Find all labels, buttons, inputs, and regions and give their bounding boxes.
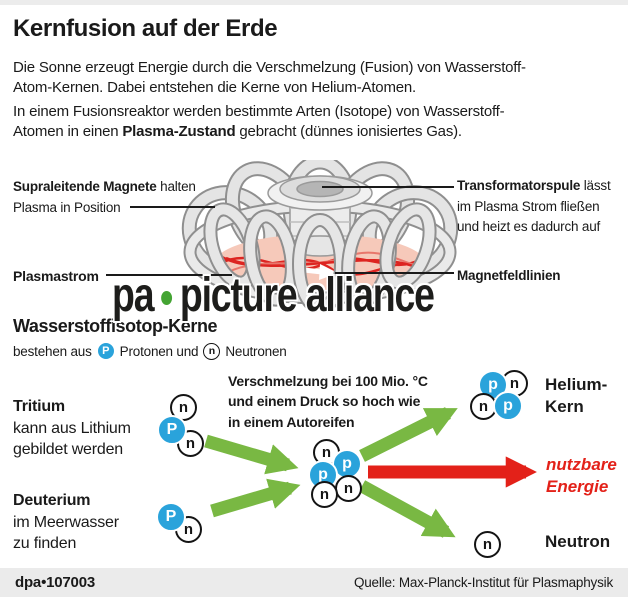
arrow-core-to-neutron <box>358 480 456 538</box>
field-lines-pointer-line <box>335 272 454 274</box>
intro-line: Atomen in einen Plasma-Zustand gebracht … <box>13 122 619 142</box>
neutron-legend-icon: n <box>203 342 221 360</box>
watermark-brand: picture alliance <box>179 269 435 322</box>
label-line: Supraleitende Magnete halten <box>13 177 196 198</box>
helium-label-line: Kern <box>545 397 584 416</box>
label-line: Transformatorspule lässt <box>457 176 625 197</box>
label-line: Plasma in Position <box>13 199 121 215</box>
intro-line: In einem Fusionsreaktor werden bestimmte… <box>13 103 505 120</box>
deuterium-block: Deuterium im Meerwasser zu finden <box>13 490 119 555</box>
condition-line: in einem Autoreifen <box>228 413 355 430</box>
isotope-legend: bestehen aus P Protonen und n Neutronen <box>13 342 287 360</box>
tritium-proton: P <box>157 415 187 445</box>
intro-line: Atom-Kernen. Dabei entstehen die Kerne v… <box>13 79 416 96</box>
intro-line: Die Sonne erzeugt Energie durch die Vers… <box>13 59 526 76</box>
watermark-dot-icon <box>161 291 173 305</box>
tritium-desc: gebildet werden <box>13 441 123 458</box>
deuterium-proton: P <box>156 502 186 532</box>
fusion-conditions: Verschmelzung bei 100 Mio. °C und einem … <box>228 371 428 432</box>
helium-proton: p <box>493 391 523 421</box>
helium-label: Helium- Kern <box>545 374 607 418</box>
helium-label-line: Helium- <box>545 375 608 394</box>
tritium-desc: kann aus Lithium <box>13 419 131 437</box>
plasma-current-arrowhead <box>319 264 338 280</box>
intro-paragraph-2: In einem Fusionsreaktor werden bestimmte… <box>13 102 619 142</box>
isotope-heading: Wasserstoffisotop-Kerne <box>13 316 218 336</box>
intro-paragraph-1: Die Sonne erzeugt Energie durch die Vers… <box>13 58 619 98</box>
plasma-current-pointer-line <box>106 274 232 276</box>
tokamak-reactor-illustration <box>181 160 459 310</box>
arrow-deuterium-to-core <box>210 478 301 518</box>
arrow-tritium-to-core <box>204 434 299 475</box>
label-text: lässt <box>580 178 611 193</box>
intro-text: Atomen in einen <box>13 123 123 140</box>
label-line: und heizt es dadurch auf <box>457 219 601 234</box>
label-transformer-coil: Transformatorspule lässt im Plasma Strom… <box>457 176 625 238</box>
label-superconducting-magnets: Supraleitende Magnete halten Plasma in P… <box>13 177 196 218</box>
top-strip <box>0 0 628 5</box>
core-neutron: n <box>335 475 362 502</box>
neutron-label: Neutron <box>545 532 611 551</box>
deuterium-desc: zu finden <box>13 535 77 552</box>
footer-bar: dpa•107003 Quelle: Max-Planck-Institut f… <box>0 568 628 597</box>
condition-line: Verschmelzung bei 100 Mio. °C <box>228 373 428 389</box>
watermark-pa: pa <box>112 269 155 322</box>
core-neutron: n <box>311 481 338 508</box>
proton-legend-icon: P <box>96 342 115 360</box>
deuterium-name: Deuterium <box>13 492 91 509</box>
label-field-lines: Magnetfeldlinien <box>457 268 561 283</box>
label-line: im Plasma Strom fließen <box>457 198 600 214</box>
condition-line: und einem Druck so hoch wie <box>228 393 421 410</box>
legend-text: Protonen und <box>119 343 199 359</box>
reactor-front-coils <box>203 202 437 310</box>
tritium-name: Tritium <box>13 398 65 415</box>
dpa-graphic-id: dpa•107003 <box>15 574 95 591</box>
legend-text: Neutronen <box>225 343 287 359</box>
magnets-pointer-line <box>130 206 215 208</box>
deuterium-desc: im Meerwasser <box>13 513 119 531</box>
tritium-block: Tritium kann aus Lithium gebildet werden <box>13 396 131 461</box>
plasma-zustand-bold: Plasma-Zustand <box>122 123 236 140</box>
energy-label-line: nutzbare <box>546 455 617 474</box>
label-bold: Supraleitende Magnete <box>13 179 157 194</box>
intro-text: gebracht (dünnes ionisiertes Gas). <box>235 123 462 140</box>
usable-energy-label: nutzbare Energie <box>546 454 617 498</box>
label-bold: Transformatorspule <box>457 178 581 193</box>
transformer-pointer-line <box>322 186 454 188</box>
page-title: Kernfusion auf der Erde <box>13 15 278 42</box>
label-plasma-current: Plasmastrom <box>13 268 99 284</box>
source-credit: Quelle: Max-Planck-Institut für Plasmaph… <box>353 575 613 590</box>
free-neutron: n <box>474 531 501 558</box>
label-text: halten <box>156 179 196 194</box>
energy-label-line: Energie <box>546 477 609 496</box>
picture-alliance-watermark: pa picture alliance <box>112 269 435 322</box>
legend-text: bestehen aus <box>13 343 92 359</box>
